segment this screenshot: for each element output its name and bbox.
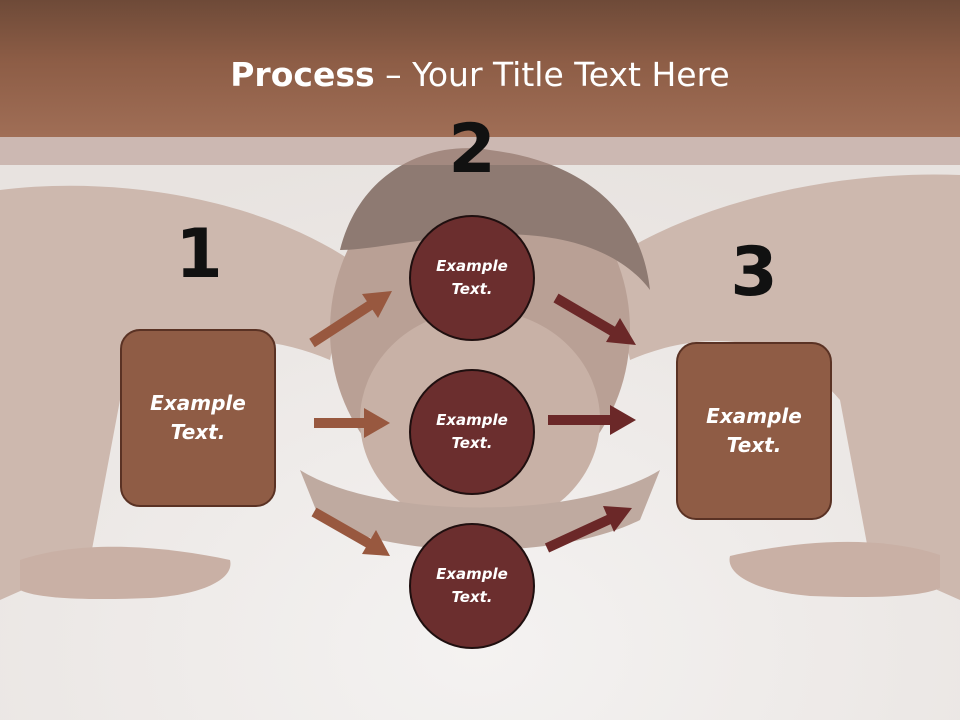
- left-process-box: Example Text.: [120, 329, 276, 507]
- right-box-text: Example Text.: [706, 404, 802, 457]
- circle-top-text: Example Text.: [436, 257, 508, 298]
- header-sub-band: [0, 137, 960, 165]
- circle-bottom: Example Text.: [409, 523, 535, 649]
- title-bold: Process: [230, 55, 375, 94]
- arrow-right-middle: [548, 405, 636, 435]
- circle-top: Example Text.: [409, 215, 535, 341]
- header-band: [0, 0, 960, 137]
- step-number-3: 3: [730, 233, 778, 312]
- step-number-1: 1: [175, 215, 223, 294]
- arrow-left-up: [309, 291, 392, 348]
- circle-middle: Example Text.: [409, 369, 535, 495]
- slide-title: Process – Your Title Text Here: [0, 52, 960, 98]
- arrow-right-down: [553, 293, 636, 345]
- title-rest: – Your Title Text Here: [374, 55, 730, 94]
- left-box-text: Example Text.: [150, 391, 246, 444]
- arrow-left-middle: [314, 408, 390, 438]
- right-process-box: Example Text.: [676, 342, 832, 520]
- arrow-left-down: [311, 507, 390, 556]
- arrow-right-up: [544, 506, 632, 553]
- step-number-2: 2: [448, 110, 496, 189]
- circle-bottom-text: Example Text.: [436, 565, 508, 606]
- circle-middle-text: Example Text.: [436, 411, 508, 452]
